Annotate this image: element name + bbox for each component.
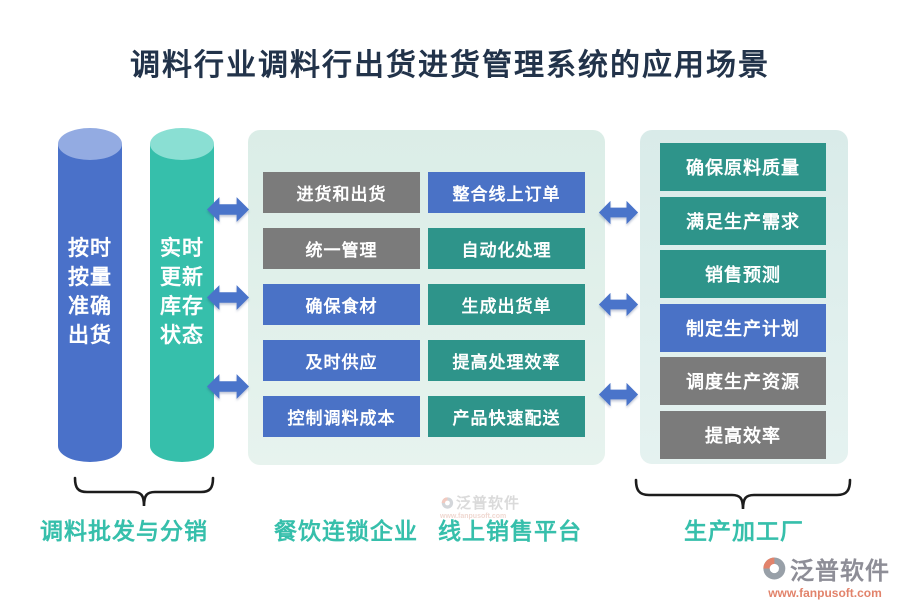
mid-button-automated-processing: 自动化处理 (428, 228, 585, 269)
right-button-schedule-resources: 调度生产资源 (660, 357, 826, 405)
double-arrow-icon (206, 285, 250, 310)
right-panel-column: 确保原料质量 满足生产需求 销售预测 制定生产计划 调度生产资源 提高效率 (660, 143, 826, 459)
cylinder-body (150, 144, 214, 462)
right-button-production-plan: 制定生产计划 (660, 303, 826, 352)
watermark-fanpu: 泛普软件 www.fanpusoft.com (440, 492, 520, 520)
watermark-text: 泛普软件 (456, 495, 521, 512)
cylinder-text: 实时 更新 库存 状态 (150, 234, 214, 350)
right-button-production-demand: 满足生产需求 (660, 196, 826, 245)
cylinder-on-time-shipping: 按时 按量 准确 出货 (58, 128, 122, 462)
mid-button-fast-delivery: 产品快速配送 (428, 396, 585, 437)
logo-text: 泛普软件 (790, 558, 890, 585)
cylinder-text-line: 按时 (68, 237, 112, 260)
logo-url: www.fanpusoft.com (768, 586, 882, 600)
fanpu-logo-icon (441, 496, 454, 509)
right-button-sales-forecast: 销售预测 (660, 250, 826, 298)
mid-button-ensure-ingredients: 确保食材 (263, 284, 420, 325)
mid-button-generate-shipping-order: 生成出货单 (428, 284, 585, 325)
cylinder-text-line: 按量 (68, 266, 112, 289)
bottom-label-restaurant-chain: 餐饮连锁企业 (274, 518, 418, 544)
double-arrow-icon (598, 292, 639, 317)
double-arrow-icon (206, 374, 250, 399)
cylinder-text-line: 状态 (160, 324, 204, 347)
mid-button-unified-management: 统一管理 (263, 228, 420, 269)
mid-button-purchase-shipping: 进货和出货 (263, 172, 420, 213)
middle-panel-right-column: 整合线上订单 自动化处理 生成出货单 提高处理效率 产品快速配送 (428, 172, 585, 437)
bottom-label-online-sales-platform: 线上销售平台 (438, 518, 582, 544)
fanpu-logo: 泛普软件 www.fanpusoft.com (760, 551, 890, 600)
curly-brace-left (73, 476, 215, 507)
watermark-url: www.fanpusoft.com (440, 513, 507, 520)
mid-button-integrate-online-orders: 整合线上订单 (428, 172, 585, 213)
mid-button-control-cost: 控制调料成本 (263, 396, 420, 437)
fanpu-logo-icon (763, 557, 786, 580)
mid-button-timely-supply: 及时供应 (263, 340, 420, 381)
middle-panel-left-column: 进货和出货 统一管理 确保食材 及时供应 控制调料成本 (263, 172, 420, 437)
double-arrow-icon (598, 382, 639, 407)
double-arrow-icon (206, 197, 250, 222)
right-button-material-quality: 确保原料质量 (660, 143, 826, 191)
cylinder-text-line: 准确 (68, 295, 112, 318)
cylinder-body (58, 144, 122, 462)
bottom-label-production-factory: 生产加工厂 (684, 518, 804, 544)
curly-brace-right (634, 478, 852, 510)
cylinder-top-ellipse (58, 128, 122, 160)
mid-button-improve-efficiency: 提高处理效率 (428, 340, 585, 381)
cylinder-top-ellipse (150, 128, 214, 160)
cylinder-text-line: 更新 (160, 266, 204, 289)
cylinder-realtime-inventory: 实时 更新 库存 状态 (150, 128, 214, 462)
cylinder-text-line: 实时 (160, 237, 204, 260)
cylinder-text: 按时 按量 准确 出货 (58, 234, 122, 350)
right-button-raise-efficiency: 提高效率 (660, 410, 826, 459)
bottom-label-seasoning-wholesale-distribution: 调料批发与分销 (40, 518, 208, 544)
cylinder-text-line: 库存 (160, 295, 204, 318)
double-arrow-icon (598, 200, 639, 225)
cylinder-text-line: 出货 (68, 324, 112, 347)
page-title: 调料行业调料行出货进货管理系统的应用场景 (130, 49, 770, 82)
